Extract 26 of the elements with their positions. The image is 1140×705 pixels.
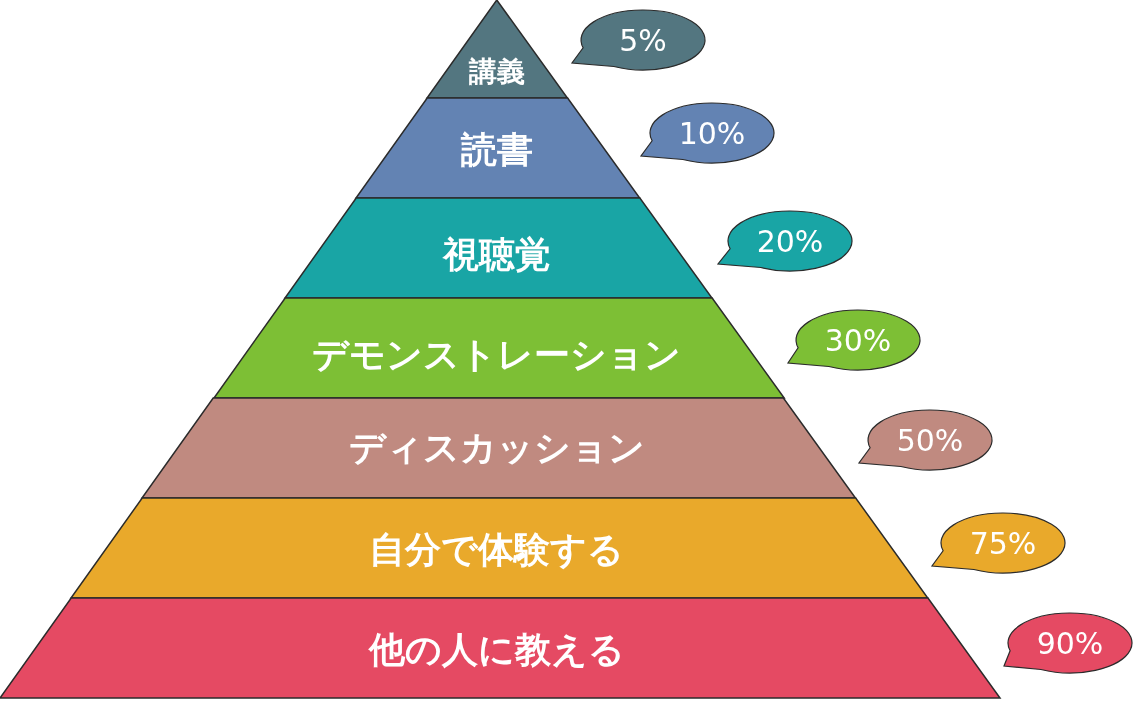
tier-label: デモンストレーション [312,332,682,377]
tier-label: ディスカッション [349,425,645,470]
tier-label: 講義 [469,54,525,90]
tier-label: 視聴覚 [443,232,551,277]
speech-bubble [857,408,994,472]
pyramid-tier [71,498,928,598]
percentage-label: 75% [969,525,1037,561]
speech-bubble [716,209,854,273]
pyramid-tier [0,598,1000,698]
percentage-label: 90% [1036,625,1104,661]
pyramid-tier [284,198,712,298]
percentage-label: 50% [896,422,964,458]
speech-bubble [786,308,922,372]
pyramid-tier [142,398,856,498]
tier-label: 読書 [461,127,533,172]
pyramid-tier [213,298,784,398]
tier-label: 他の人に教える [369,627,625,672]
speech-bubble [639,101,776,165]
percentage-label: 30% [824,322,892,358]
percentage-label: 10% [678,115,746,151]
percentage-label: 20% [756,223,824,259]
speech-bubble [570,8,707,72]
tier-label: 自分で体験する [369,527,625,572]
speech-bubble [1002,611,1134,675]
percentage-label: 5% [619,22,667,58]
speech-bubble [930,511,1067,575]
